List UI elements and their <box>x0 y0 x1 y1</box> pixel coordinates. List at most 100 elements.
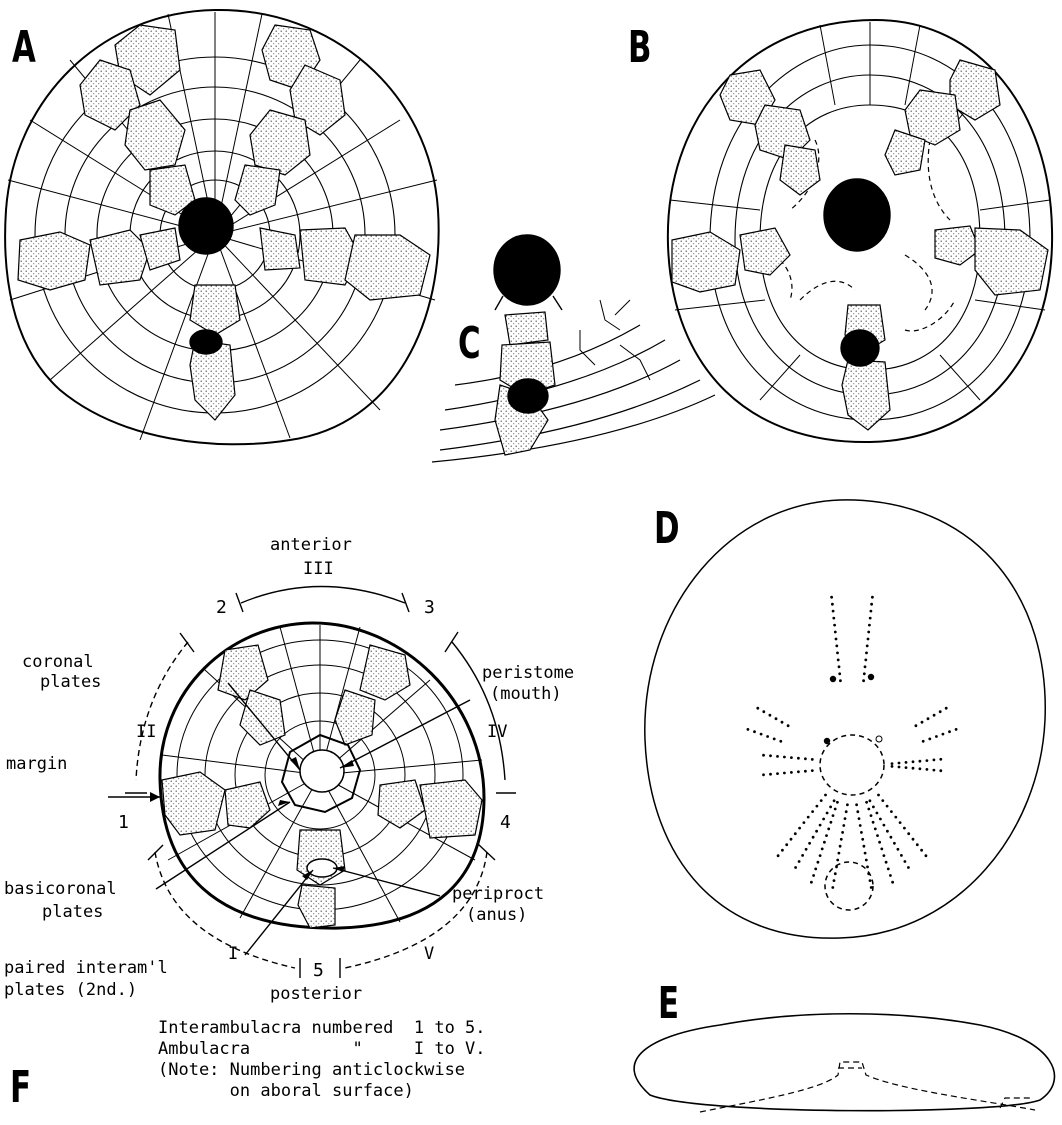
pore-dot <box>926 768 929 771</box>
pore-dot <box>766 735 769 738</box>
pore-dot <box>829 806 832 809</box>
label-interamb-5: 5 <box>313 960 324 981</box>
pore-dot <box>891 765 894 768</box>
pore-dot <box>760 733 763 736</box>
label-interamb-4: 4 <box>500 812 511 833</box>
peristome-outline <box>820 735 884 795</box>
branched-sutures <box>580 300 650 380</box>
label-ambulacrum-V: V <box>424 944 434 964</box>
label-posterior: posterior <box>270 984 362 1004</box>
pore-dot <box>859 824 862 827</box>
pore-dot <box>804 757 807 760</box>
periproct <box>190 330 222 354</box>
label-basicoronal-1: basicoronal <box>4 879 117 899</box>
pore-dot <box>842 824 845 827</box>
pore-dot <box>832 610 835 613</box>
pore-dot <box>820 799 823 802</box>
pore-dot <box>942 733 945 736</box>
pore-dot <box>787 724 790 727</box>
pore-dot <box>898 766 901 769</box>
pore-dot <box>921 721 924 724</box>
pore-dot <box>898 762 901 765</box>
pore-dot <box>900 854 903 857</box>
caption-line-1: Interambulacra numbered 1 to 5. <box>158 1018 486 1038</box>
pore-dot <box>889 874 892 877</box>
pore-dot <box>756 707 759 710</box>
pore-dot <box>753 730 756 733</box>
label-peristome-1: peristome <box>482 663 574 683</box>
pore-dot <box>912 760 915 763</box>
pore-dot <box>833 879 836 882</box>
pore-dot <box>867 808 870 811</box>
pore-dot <box>870 603 873 606</box>
pore-dot <box>903 827 906 830</box>
pore-dot <box>819 854 822 857</box>
pore-dot <box>886 805 889 808</box>
pore-dot <box>885 861 888 864</box>
pore-dot <box>872 821 875 824</box>
pore-dot <box>948 730 951 733</box>
pore-dot <box>844 817 847 820</box>
pore-dot <box>838 665 841 668</box>
label-periproct-2: (anus) <box>466 905 527 925</box>
pore-dot <box>826 812 829 815</box>
figure-e <box>634 1014 1054 1112</box>
peristome <box>494 235 560 305</box>
pore-dot <box>819 824 822 827</box>
pore-dot <box>926 759 929 762</box>
test-outline <box>645 500 1045 938</box>
pore-dot <box>881 799 884 802</box>
pore-dot <box>810 881 813 884</box>
pore-dot <box>870 814 873 817</box>
internal-profile <box>700 1062 1035 1112</box>
pore-dot <box>776 755 779 758</box>
pore-dot <box>797 770 800 773</box>
pore-dot <box>864 659 867 662</box>
pore-dot <box>899 821 902 824</box>
pore-dot <box>769 754 772 757</box>
pore-dot <box>803 821 806 824</box>
pore-dot <box>783 772 786 775</box>
pore-dot <box>824 794 827 797</box>
pore-dot <box>866 645 869 648</box>
pore-dot <box>801 854 804 857</box>
pore-dot <box>867 872 870 875</box>
pore-dot <box>834 872 837 875</box>
pore-dot <box>905 766 908 769</box>
pore-dot <box>890 836 893 839</box>
pore-dot <box>862 679 865 682</box>
pore-dot <box>878 841 881 844</box>
pore-dot <box>840 838 843 841</box>
pore-dot <box>864 852 867 855</box>
periproct <box>307 859 337 877</box>
pore-dot <box>816 805 819 808</box>
pore-dot <box>812 874 815 877</box>
pore-dot <box>836 859 839 862</box>
pore-dot <box>835 866 838 869</box>
pore-dot <box>811 758 814 761</box>
pore-dot <box>846 803 849 806</box>
bracket-I <box>155 852 295 968</box>
caption-line-3: (Note: Numbering anticlockwise <box>158 1060 465 1080</box>
pore-dot <box>880 848 883 851</box>
pore-dot <box>817 861 820 864</box>
pore-dot <box>919 760 922 763</box>
pore-dot <box>794 866 797 869</box>
pore-dot <box>907 832 910 835</box>
bracket-III <box>241 587 405 604</box>
pore-dot <box>925 854 928 857</box>
label-interamb-1: 1 <box>118 812 129 833</box>
pore-dot <box>769 773 772 776</box>
label-interamb-3: 3 <box>424 597 435 618</box>
pore-dot <box>773 738 776 741</box>
pore-dot <box>814 868 817 871</box>
pore-dot <box>837 659 840 662</box>
panel-label-a: A <box>12 22 36 73</box>
pore-dot <box>891 762 894 765</box>
pore-dot <box>867 638 870 641</box>
pore-dot <box>815 830 818 833</box>
pore-dot <box>865 859 868 862</box>
pore-dot <box>827 828 830 831</box>
